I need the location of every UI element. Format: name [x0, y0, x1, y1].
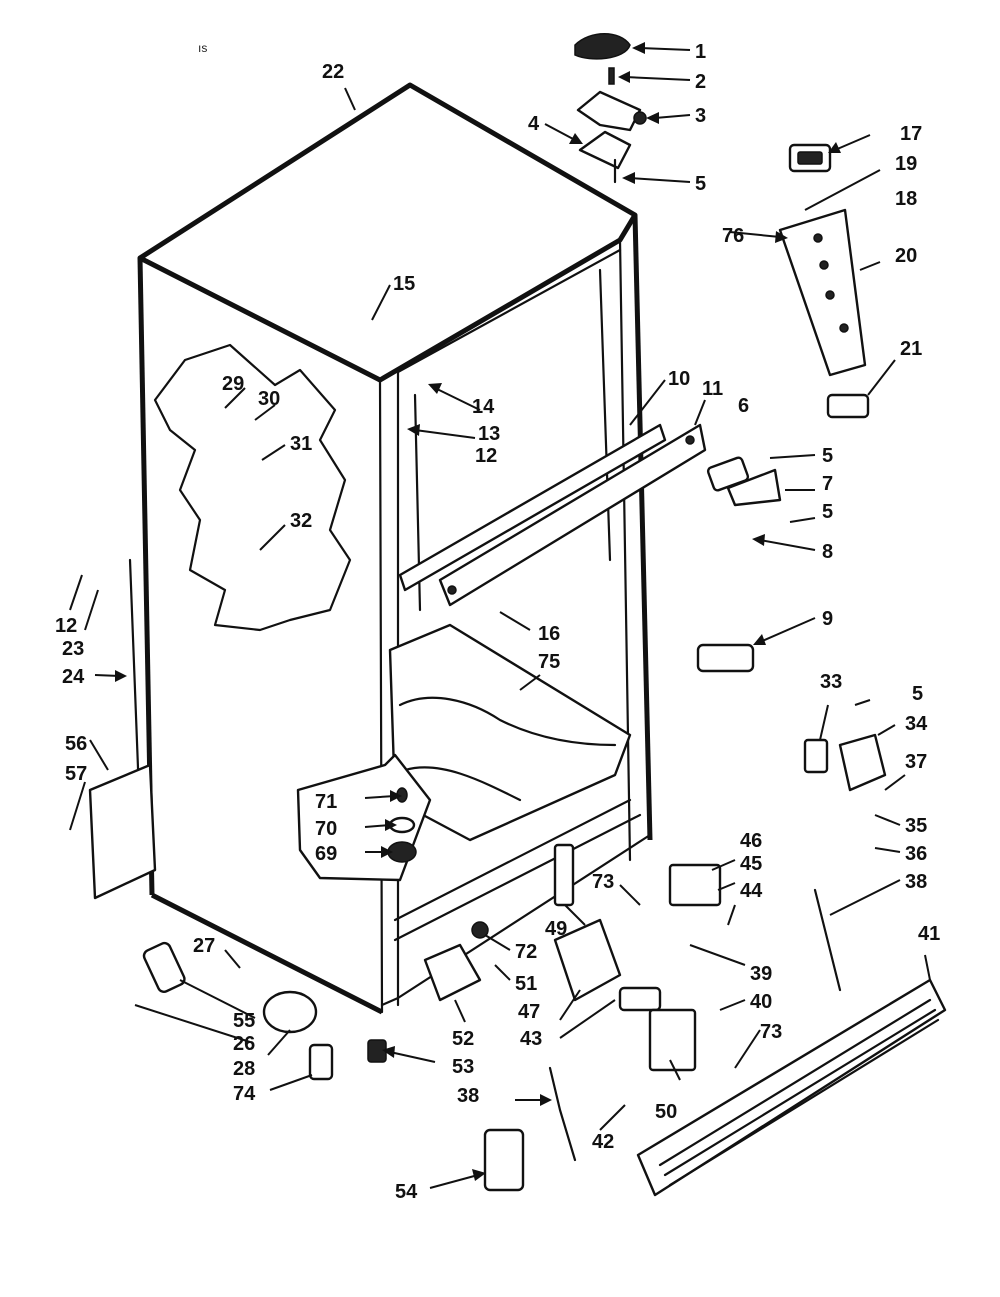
label-39: 39: [750, 963, 772, 985]
label-73: 73: [592, 871, 614, 893]
label-12: 12: [55, 615, 77, 637]
corner-mark: ıs: [198, 41, 207, 55]
middle-hinge-parts: [696, 456, 782, 673]
label-50: 50: [655, 1101, 677, 1123]
label-5: 5: [912, 683, 923, 705]
label-2: 2: [695, 71, 706, 93]
label-53: 53: [452, 1056, 474, 1078]
label-6: 6: [738, 395, 749, 417]
label-10: 10: [668, 368, 690, 390]
label-74: 74: [233, 1083, 256, 1105]
label-75: 75: [538, 651, 560, 673]
side-cutaway-outline: [153, 343, 352, 632]
door-bracket-assembly: [778, 143, 870, 419]
label-24: 24: [62, 666, 85, 688]
label-38: 38: [905, 871, 927, 893]
label-17: 17: [900, 123, 922, 145]
label-56: 56: [65, 733, 87, 755]
label-37: 37: [905, 751, 927, 773]
label-3: 3: [695, 105, 706, 127]
toe-grille: [636, 978, 947, 1197]
label-43: 43: [520, 1028, 542, 1050]
label-36: 36: [905, 843, 927, 865]
label-34: 34: [905, 713, 928, 735]
label-69: 69: [315, 843, 337, 865]
label-9: 9: [822, 608, 833, 630]
label-51: 51: [515, 973, 537, 995]
lower-hinge-parts: [803, 733, 887, 792]
label-8: 8: [822, 541, 833, 563]
label-32: 32: [290, 510, 312, 532]
crisper-pan: [388, 623, 632, 842]
label-49: 49: [545, 918, 567, 940]
label-33: 33: [820, 671, 842, 693]
label-38: 38: [457, 1085, 479, 1107]
label-70: 70: [315, 818, 337, 840]
label-72: 72: [515, 941, 537, 963]
leader-arrows: [69, 42, 931, 1189]
label-13: 13: [478, 423, 500, 445]
label-4: 4: [528, 113, 540, 135]
label-54: 54: [395, 1181, 418, 1203]
label-16: 16: [538, 623, 560, 645]
label-20: 20: [895, 245, 917, 267]
label-76: 76: [722, 225, 744, 247]
divider-rail: [398, 423, 707, 607]
label-42: 42: [592, 1131, 614, 1153]
label-7: 7: [822, 473, 833, 495]
label-55: 55: [233, 1010, 255, 1032]
label-52: 52: [452, 1028, 474, 1050]
label-46: 46: [740, 830, 762, 852]
lower-misc-parts: [142, 843, 842, 1192]
label-18: 18: [895, 188, 917, 210]
label-27: 27: [193, 935, 215, 957]
label-14: 14: [472, 396, 495, 418]
label-28: 28: [233, 1058, 255, 1080]
label-29: 29: [222, 373, 244, 395]
label-11: 11: [702, 378, 723, 400]
label-41: 41: [918, 923, 940, 945]
label-22: 22: [322, 61, 344, 83]
label-5: 5: [822, 501, 833, 523]
label-71: 71: [315, 791, 337, 813]
label-44: 44: [740, 880, 763, 902]
label-5: 5: [822, 445, 833, 467]
label-23: 23: [62, 638, 84, 660]
label-19: 19: [895, 153, 917, 175]
label-15: 15: [393, 273, 415, 295]
label-35: 35: [905, 815, 927, 837]
top-hinge-assembly: [574, 33, 647, 184]
label-21: 21: [900, 338, 922, 360]
label-12: 12: [475, 445, 497, 467]
label-57: 57: [65, 763, 87, 785]
label-30: 30: [258, 388, 280, 410]
label-40: 40: [750, 991, 772, 1013]
label-73: 73: [760, 1021, 782, 1043]
callout-labels: ıs 1 2 3 4 5 5 5 5 6 7 8 9 10 11 12 12 1…: [55, 41, 940, 1203]
label-45: 45: [740, 853, 762, 875]
label-5: 5: [695, 173, 706, 195]
side-lever-parts: [88, 558, 157, 900]
label-26: 26: [233, 1033, 255, 1055]
label-1: 1: [695, 41, 706, 63]
label-47: 47: [518, 1001, 540, 1023]
label-31: 31: [290, 433, 312, 455]
